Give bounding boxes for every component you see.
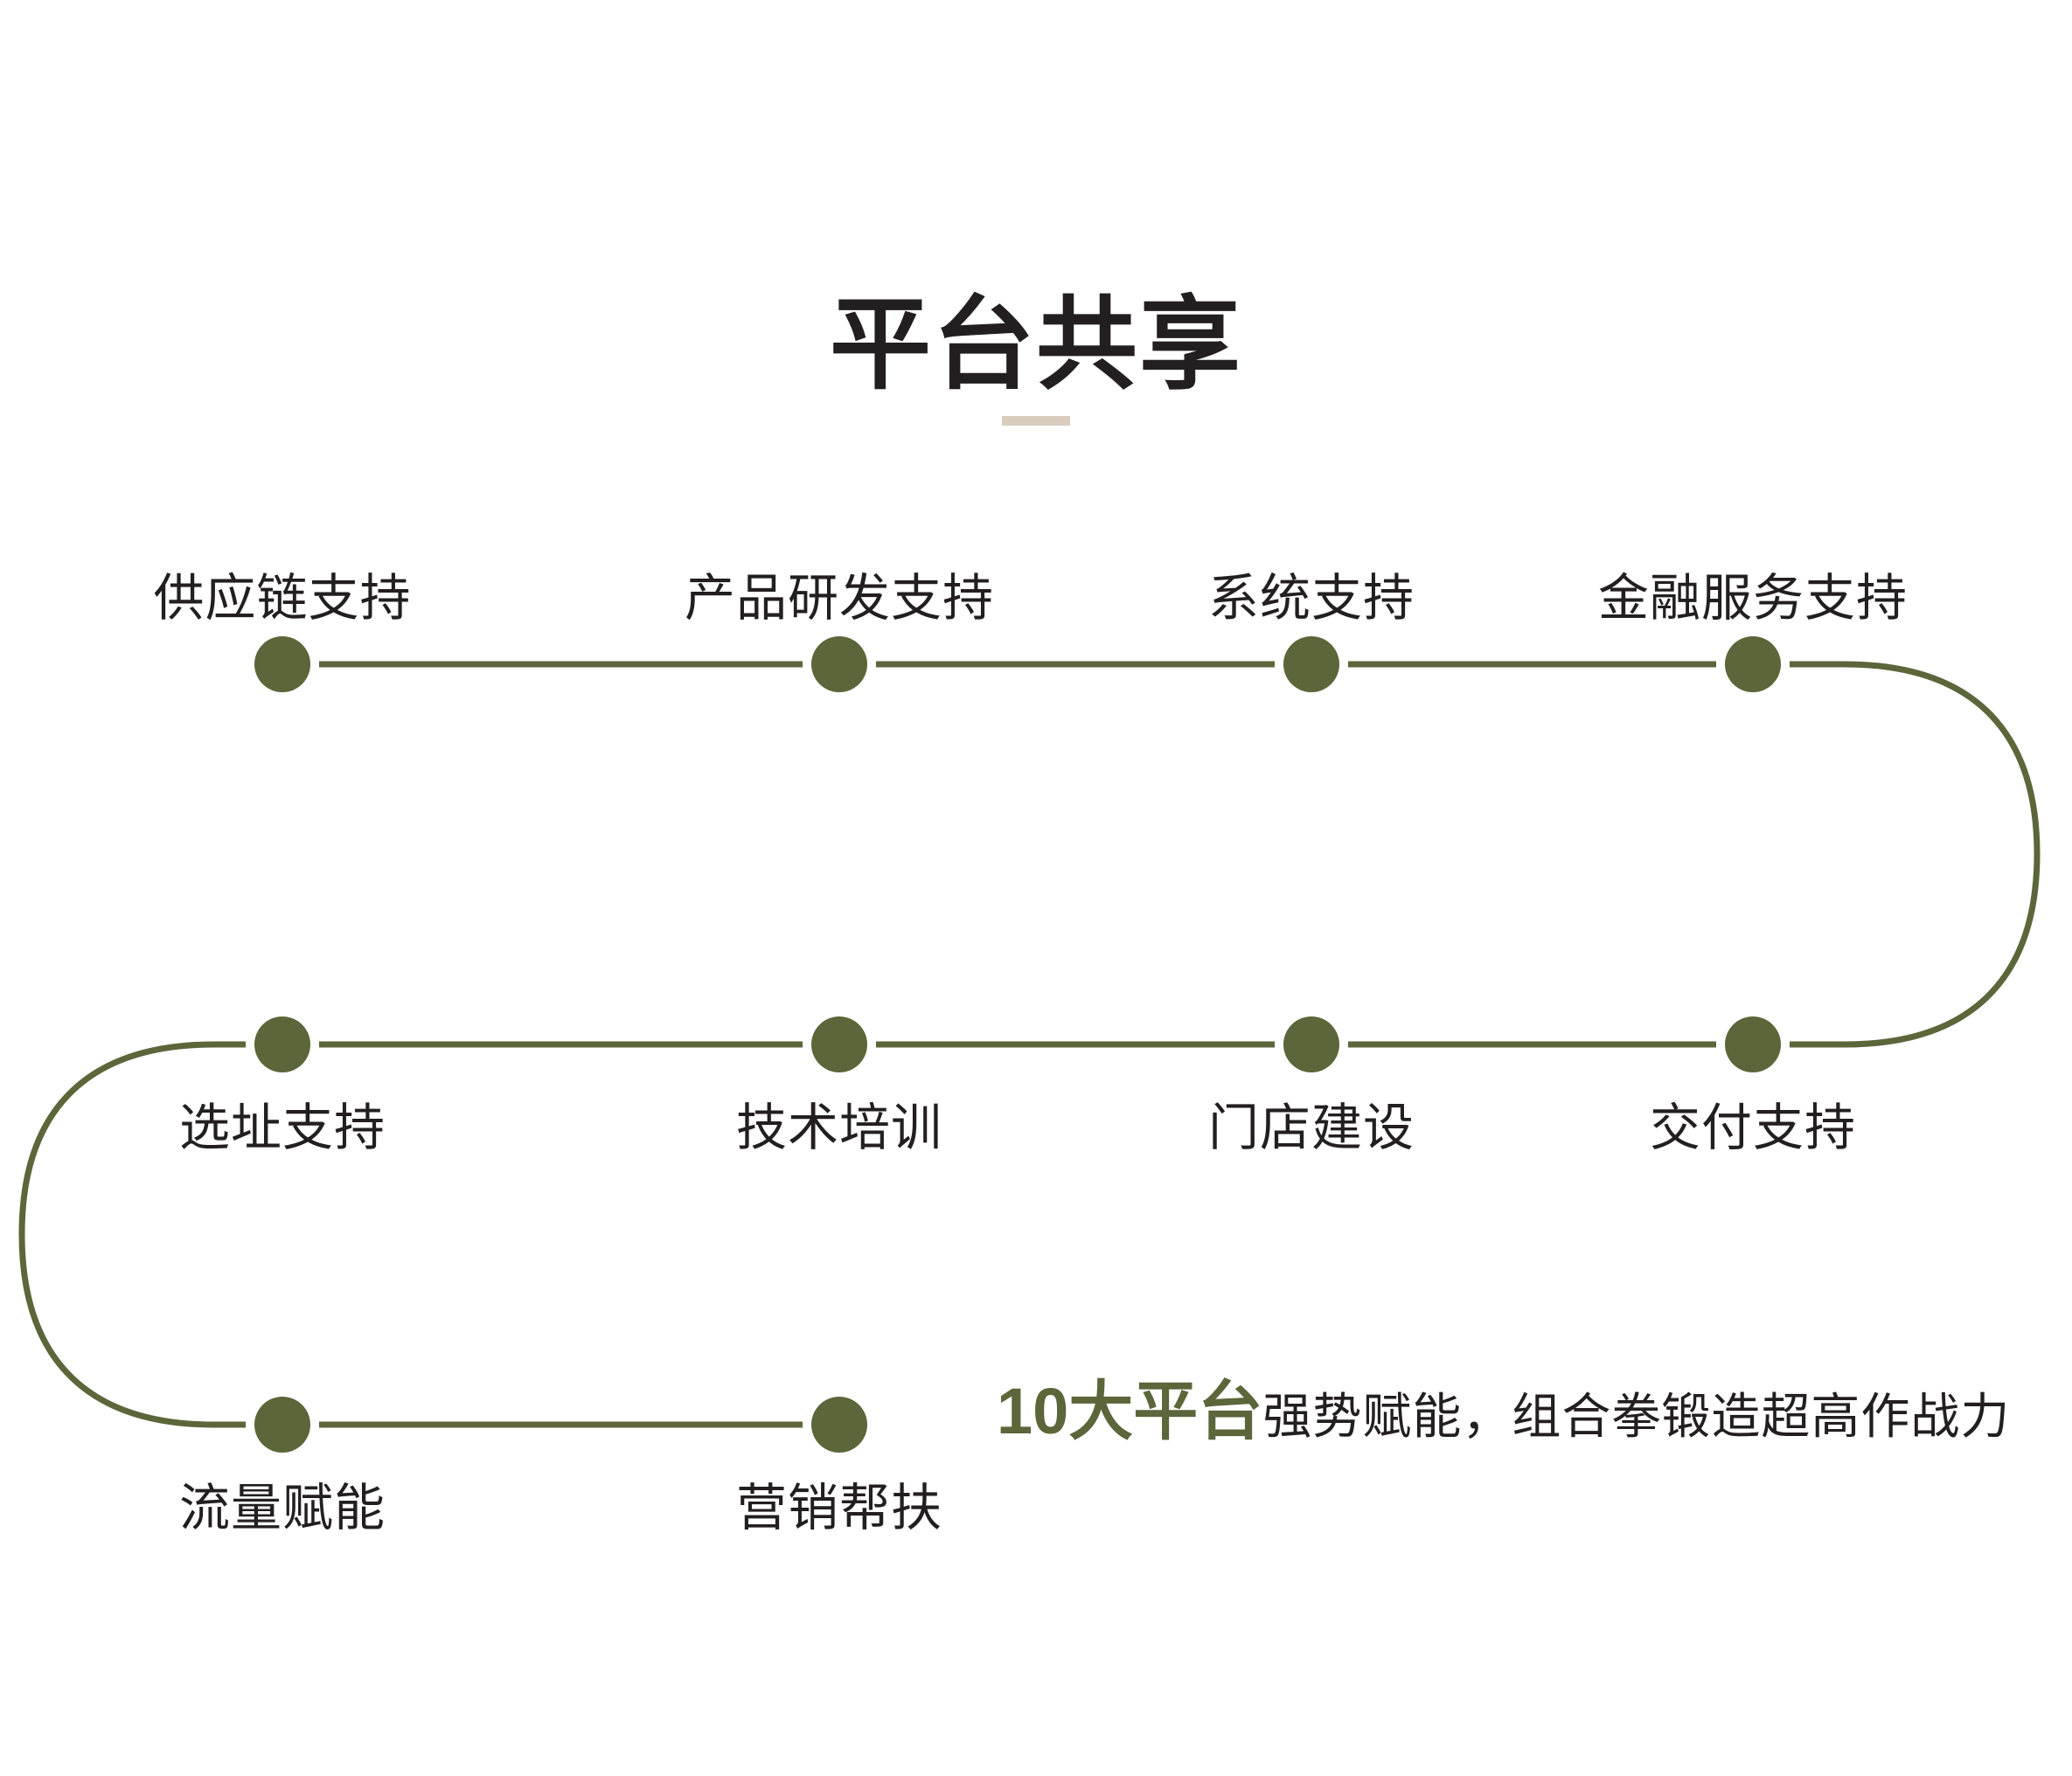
- caption: 10大平台强势赋能，组合拳锻造超高作战力: [997, 1379, 2010, 1444]
- node-label-tech-training: 技术培训: [735, 1100, 943, 1156]
- flow-connector-lines: [18, 661, 2041, 1428]
- node-label-store-build: 门店建设: [1207, 1100, 1415, 1156]
- node-dot-store-build[interactable]: [1283, 1016, 1339, 1072]
- node-dot-site-selection[interactable]: [254, 1016, 310, 1072]
- node-label-marketing: 营销帮扶: [735, 1480, 943, 1537]
- node-label-traffic: 流量赋能: [178, 1480, 386, 1537]
- title-block: 平台共享: [0, 288, 2072, 426]
- caption-highlight-text: 10大平台: [997, 1375, 1263, 1447]
- node-label-system: 系统支持: [1207, 570, 1415, 627]
- connector-right-uturn: [1790, 661, 2041, 1048]
- node-dot-tech-training[interactable]: [811, 1016, 867, 1072]
- node-dot-marketing[interactable]: [811, 1397, 867, 1453]
- flow-node-dots: [254, 636, 1781, 1453]
- caption-rest-text: 强势赋能，组合拳锻造超高作战力: [1262, 1389, 2011, 1444]
- node-dot-supply-chain[interactable]: [254, 636, 310, 692]
- node-dot-delivery[interactable]: [1725, 1016, 1781, 1072]
- node-label-supply-chain: 供应链支持: [153, 570, 412, 627]
- node-label-financial-service: 金融服务支持: [1597, 570, 1909, 627]
- node-label-product-rnd: 产品研发支持: [684, 570, 995, 627]
- node-dot-traffic[interactable]: [254, 1397, 310, 1453]
- node-label-delivery: 交付支持: [1649, 1100, 1857, 1156]
- page-title: 平台共享: [830, 288, 1242, 401]
- node-dot-financial-service[interactable]: [1725, 636, 1781, 692]
- node-dot-system[interactable]: [1283, 636, 1339, 692]
- title-underline-accent: [1002, 415, 1070, 426]
- node-dot-product-rnd[interactable]: [811, 636, 867, 692]
- node-label-site-selection: 选址支持: [178, 1100, 386, 1156]
